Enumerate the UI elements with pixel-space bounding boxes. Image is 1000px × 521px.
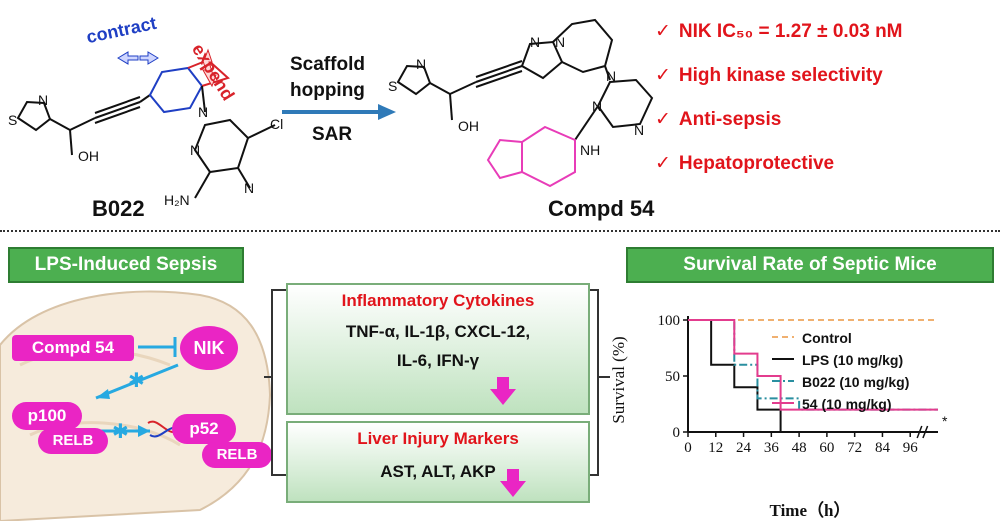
b022-label: B022 xyxy=(92,196,145,221)
atom-label: N xyxy=(244,180,255,196)
highlight-text: NIK IC₅₀ = 1.27 ± 0.03 nM xyxy=(678,21,903,42)
legend-swatch xyxy=(772,358,794,360)
legend-label: Control xyxy=(802,330,852,346)
significance-mark: * xyxy=(942,413,948,429)
compd54-label: Compd 54 xyxy=(548,196,655,221)
x-tick-label: 24 xyxy=(736,440,752,456)
y-tick-label: 100 xyxy=(658,313,681,329)
highlights-list: ✓ NIK IC₅₀ = 1.27 ± 0.03 nM ✓ High kinase … xyxy=(655,10,903,186)
p100-node: p100 xyxy=(12,402,82,430)
atom-label: N xyxy=(38,92,49,108)
x-tick-label: 72 xyxy=(847,440,862,456)
series-line xyxy=(688,319,800,433)
contract-arrows xyxy=(117,51,159,65)
atom-label: S xyxy=(388,78,398,94)
highlight-text: Hepatoprotective xyxy=(678,153,835,174)
chart-ticks: 0 12 24 36 48 60 72 84 96 0 50 100 xyxy=(658,313,919,456)
relb-node-2: RELB xyxy=(202,442,272,468)
x-tick-label: 0 xyxy=(684,440,692,456)
check-icon: ✓ xyxy=(655,21,671,42)
chart-axes xyxy=(687,316,938,439)
highlight-text: Anti-sepsis xyxy=(678,109,782,130)
atom-label: N xyxy=(555,34,566,50)
x-axis-label: Time（h） xyxy=(770,500,851,520)
atom-label: S xyxy=(8,112,18,128)
survival-banner: Survival Rate of Septic Mice xyxy=(626,247,994,283)
axis-break xyxy=(922,425,929,439)
liver-line1: AST, ALT, AKP xyxy=(380,462,496,481)
compd54-pill[interactable]: Compd 54 xyxy=(12,335,134,361)
x-tick-label: 60 xyxy=(819,440,834,456)
atom-label: H₂N xyxy=(164,192,190,208)
inflammatory-line1: TNF-α, IL-1β, CXCL-12, xyxy=(345,322,531,341)
atom-label: OH xyxy=(458,118,479,134)
atom-label: Cl xyxy=(270,116,284,132)
legend-label: B022 (10 mg/kg) xyxy=(802,374,910,390)
highlight-item: ✓ High kinase selectivity xyxy=(655,54,903,98)
relb-node-1: RELB xyxy=(38,428,108,454)
arrow-text-2: hopping xyxy=(290,80,365,101)
down-arrow-icon xyxy=(500,469,526,497)
sepsis-banner: LPS-Induced Sepsis xyxy=(8,247,244,283)
x-tick-label: 12 xyxy=(708,440,723,456)
structures-diagram xyxy=(16,18,654,199)
highlight-text: High kinase selectivity xyxy=(678,65,883,86)
y-axis-label: Survival (%) xyxy=(609,336,628,423)
atom-label: OH xyxy=(78,148,99,164)
b022-structure xyxy=(16,58,276,199)
y-tick-label: 50 xyxy=(665,369,680,385)
y-tick-label: 0 xyxy=(673,425,681,441)
expend-arrows xyxy=(201,48,217,88)
axis-break xyxy=(916,425,923,439)
legend-item: 54 (10 mg/kg) xyxy=(770,396,891,412)
liver-title: Liver Injury Markers xyxy=(357,429,519,448)
legend-label: LPS (10 mg/kg) xyxy=(802,352,904,368)
check-icon: ✓ xyxy=(655,109,671,130)
compd54-structure xyxy=(396,18,654,188)
arrow-text-3: SAR xyxy=(312,124,353,145)
atom-label: N xyxy=(634,122,645,138)
inflammatory-title: Inflammatory Cytokines xyxy=(341,291,535,310)
check-icon: ✓ xyxy=(655,65,671,86)
legend-item: Control xyxy=(770,330,852,346)
check-icon: ✓ xyxy=(655,153,671,174)
atom-label: N xyxy=(190,142,201,158)
x-tick-label: 84 xyxy=(875,440,891,456)
atom-label: N xyxy=(198,104,209,120)
section-divider xyxy=(0,230,1000,232)
legend-swatch xyxy=(772,380,794,382)
scaffold-hopping-arrow xyxy=(282,104,396,120)
legend-swatch xyxy=(772,336,794,338)
liver-panel: Liver Injury Markers AST, ALT, AKP xyxy=(286,421,590,503)
highlight-item: ✓ Anti-sepsis xyxy=(655,98,903,142)
legend-item: LPS (10 mg/kg) xyxy=(770,352,903,368)
svg-text:✱: ✱ xyxy=(112,419,129,443)
inflammatory-panel: Inflammatory Cytokines TNF-α, IL-1β, CXC… xyxy=(286,283,590,415)
atom-label: N xyxy=(592,98,603,114)
p52-node: p52 xyxy=(172,414,236,444)
down-arrow-icon xyxy=(490,377,516,405)
legend-swatch xyxy=(772,402,794,404)
svg-text:✱: ✱ xyxy=(128,368,145,392)
atom-label: N xyxy=(416,56,427,72)
legend-item: B022 (10 mg/kg) xyxy=(770,374,909,390)
atom-label: N xyxy=(606,68,617,84)
atom-label: NH xyxy=(580,142,601,158)
atom-label: N xyxy=(530,34,541,50)
legend-label: 54 (10 mg/kg) xyxy=(802,396,892,412)
highlight-item: ✓ NIK IC₅₀ = 1.27 ± 0.03 nM xyxy=(655,10,903,54)
inflammatory-line2: IL-6, IFN-γ xyxy=(396,351,480,370)
bracket-lines xyxy=(264,289,610,476)
x-tick-label: 36 xyxy=(764,440,780,456)
arrow-text-1: Scaffold xyxy=(290,54,365,75)
x-tick-label: 48 xyxy=(792,440,807,456)
highlight-item: ✓ Hepatoprotective xyxy=(655,142,903,186)
nik-node: NIK xyxy=(180,326,238,370)
x-tick-label: 96 xyxy=(903,440,919,456)
